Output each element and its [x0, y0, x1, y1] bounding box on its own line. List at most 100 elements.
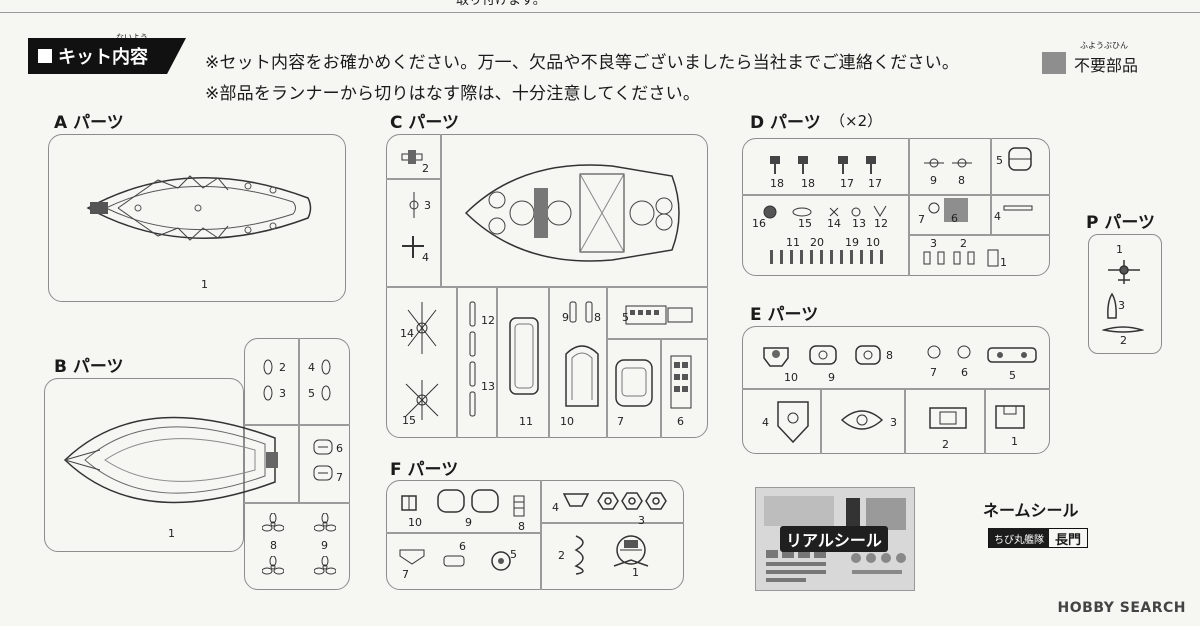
- part-b2: [263, 359, 273, 375]
- name-tag-series: ちび丸艦隊: [989, 528, 1049, 548]
- name-seal-title: ネームシール: [983, 501, 1079, 520]
- divider: [660, 338, 662, 438]
- part-number: 15: [402, 414, 416, 427]
- divider: [456, 286, 458, 438]
- part-e10: [763, 347, 789, 367]
- part-number: 9: [930, 174, 937, 187]
- part-number: 5: [622, 311, 629, 324]
- divider: [496, 286, 498, 438]
- part-number: 12: [874, 217, 888, 230]
- kit-contents-header: キット内容: [28, 38, 186, 74]
- part-number: 13: [481, 380, 495, 393]
- part-f3-hex-nuts: [597, 492, 667, 510]
- part-b5: [321, 385, 331, 401]
- part-number: 9: [465, 516, 472, 529]
- part-d4: [1003, 205, 1033, 211]
- part-p1-airplane: [1108, 260, 1140, 284]
- part-b6: [313, 439, 333, 455]
- part-f4: [562, 493, 590, 507]
- part-number: 15: [798, 217, 812, 230]
- part-c2: [401, 150, 423, 164]
- notice-1: ※セット内容をお確かめください。万一、欠品や不良等ございましたら当社までご連絡く…: [205, 53, 960, 73]
- runner-d: [742, 138, 1050, 276]
- section-f-title: F パーツ: [390, 460, 459, 480]
- part-number: 6: [961, 366, 968, 379]
- part-f5: [491, 551, 511, 571]
- notice-2: ※部品をランナーから切りはなす際は、十分注意してください。: [205, 84, 701, 104]
- part-number: 7: [336, 471, 343, 484]
- part-number: 14: [400, 327, 414, 340]
- part-number: 7: [617, 415, 624, 428]
- part-number: 1: [1011, 435, 1018, 448]
- part-c6: [670, 355, 692, 409]
- part-number: 9: [321, 539, 328, 552]
- part-number: 6: [336, 442, 343, 455]
- divider: [540, 522, 684, 524]
- part-number: 10: [560, 415, 574, 428]
- part-e7-e6: [927, 345, 971, 359]
- divider: [990, 138, 992, 236]
- divider: [742, 194, 1050, 196]
- runner-a: [48, 134, 346, 302]
- part-number: 2: [1120, 334, 1127, 347]
- part-e3: [840, 410, 884, 430]
- part-number: 19: [845, 236, 859, 249]
- divider: [742, 388, 1050, 390]
- part-c11: [509, 317, 539, 395]
- divider: [244, 424, 350, 426]
- divider: [540, 480, 542, 590]
- top-text: 取り付けます。: [456, 0, 546, 8]
- legend-swatch: [1042, 52, 1066, 74]
- part-number: 6: [951, 212, 958, 225]
- part-number: 10: [408, 516, 422, 529]
- part-number: 10: [866, 236, 880, 249]
- part-number: 3: [930, 237, 937, 250]
- part-d18-d17: [770, 156, 876, 174]
- part-e1: [995, 405, 1025, 429]
- runner-e: [742, 326, 1050, 454]
- legend-ruby: ふようぶひん: [1080, 41, 1128, 50]
- part-number: 4: [762, 416, 769, 429]
- top-border: 取り付けます。: [0, 0, 1200, 13]
- part-f10: [401, 495, 417, 511]
- part-c15: [405, 380, 439, 420]
- part-number: 4: [994, 210, 1001, 223]
- part-c7: [615, 359, 653, 407]
- part-b9-propeller: [314, 513, 336, 532]
- divider: [440, 134, 442, 288]
- part-d3-d2-d1: [923, 249, 999, 267]
- part-number: 3: [1118, 299, 1125, 312]
- divider: [606, 286, 608, 438]
- part-number: 1: [1116, 243, 1123, 256]
- part-number: 10: [784, 371, 798, 384]
- part-p2-wing: [1102, 326, 1144, 333]
- part-d7: [928, 202, 940, 214]
- part-d-small-parts-row: [770, 250, 883, 264]
- part-number: 3: [638, 514, 645, 527]
- part-number: 17: [840, 177, 854, 190]
- part-d16-d12: [763, 205, 887, 219]
- part-number: 1: [201, 278, 208, 291]
- part-e5: [987, 347, 1037, 363]
- divider: [244, 502, 350, 504]
- runner-f: [386, 480, 684, 590]
- part-number: 3: [890, 416, 897, 429]
- part-number: 17: [868, 177, 882, 190]
- part-number: 20: [810, 236, 824, 249]
- part-number: 6: [459, 540, 466, 553]
- part-b3: [263, 385, 273, 401]
- part-number: 1: [1000, 256, 1007, 269]
- divider: [904, 388, 906, 454]
- part-number: 18: [801, 177, 815, 190]
- part-number: 8: [886, 349, 893, 362]
- part-number: 18: [770, 177, 784, 190]
- part-d5: [1008, 147, 1032, 171]
- part-number: 1: [632, 566, 639, 579]
- runner-b-main: [44, 378, 244, 552]
- part-number: 1: [168, 527, 175, 540]
- part-number: 7: [402, 568, 409, 581]
- part-number: 5: [996, 154, 1003, 167]
- divider: [908, 138, 910, 276]
- part-number: 5: [308, 387, 315, 400]
- real-seal-label: リアルシール: [780, 526, 888, 552]
